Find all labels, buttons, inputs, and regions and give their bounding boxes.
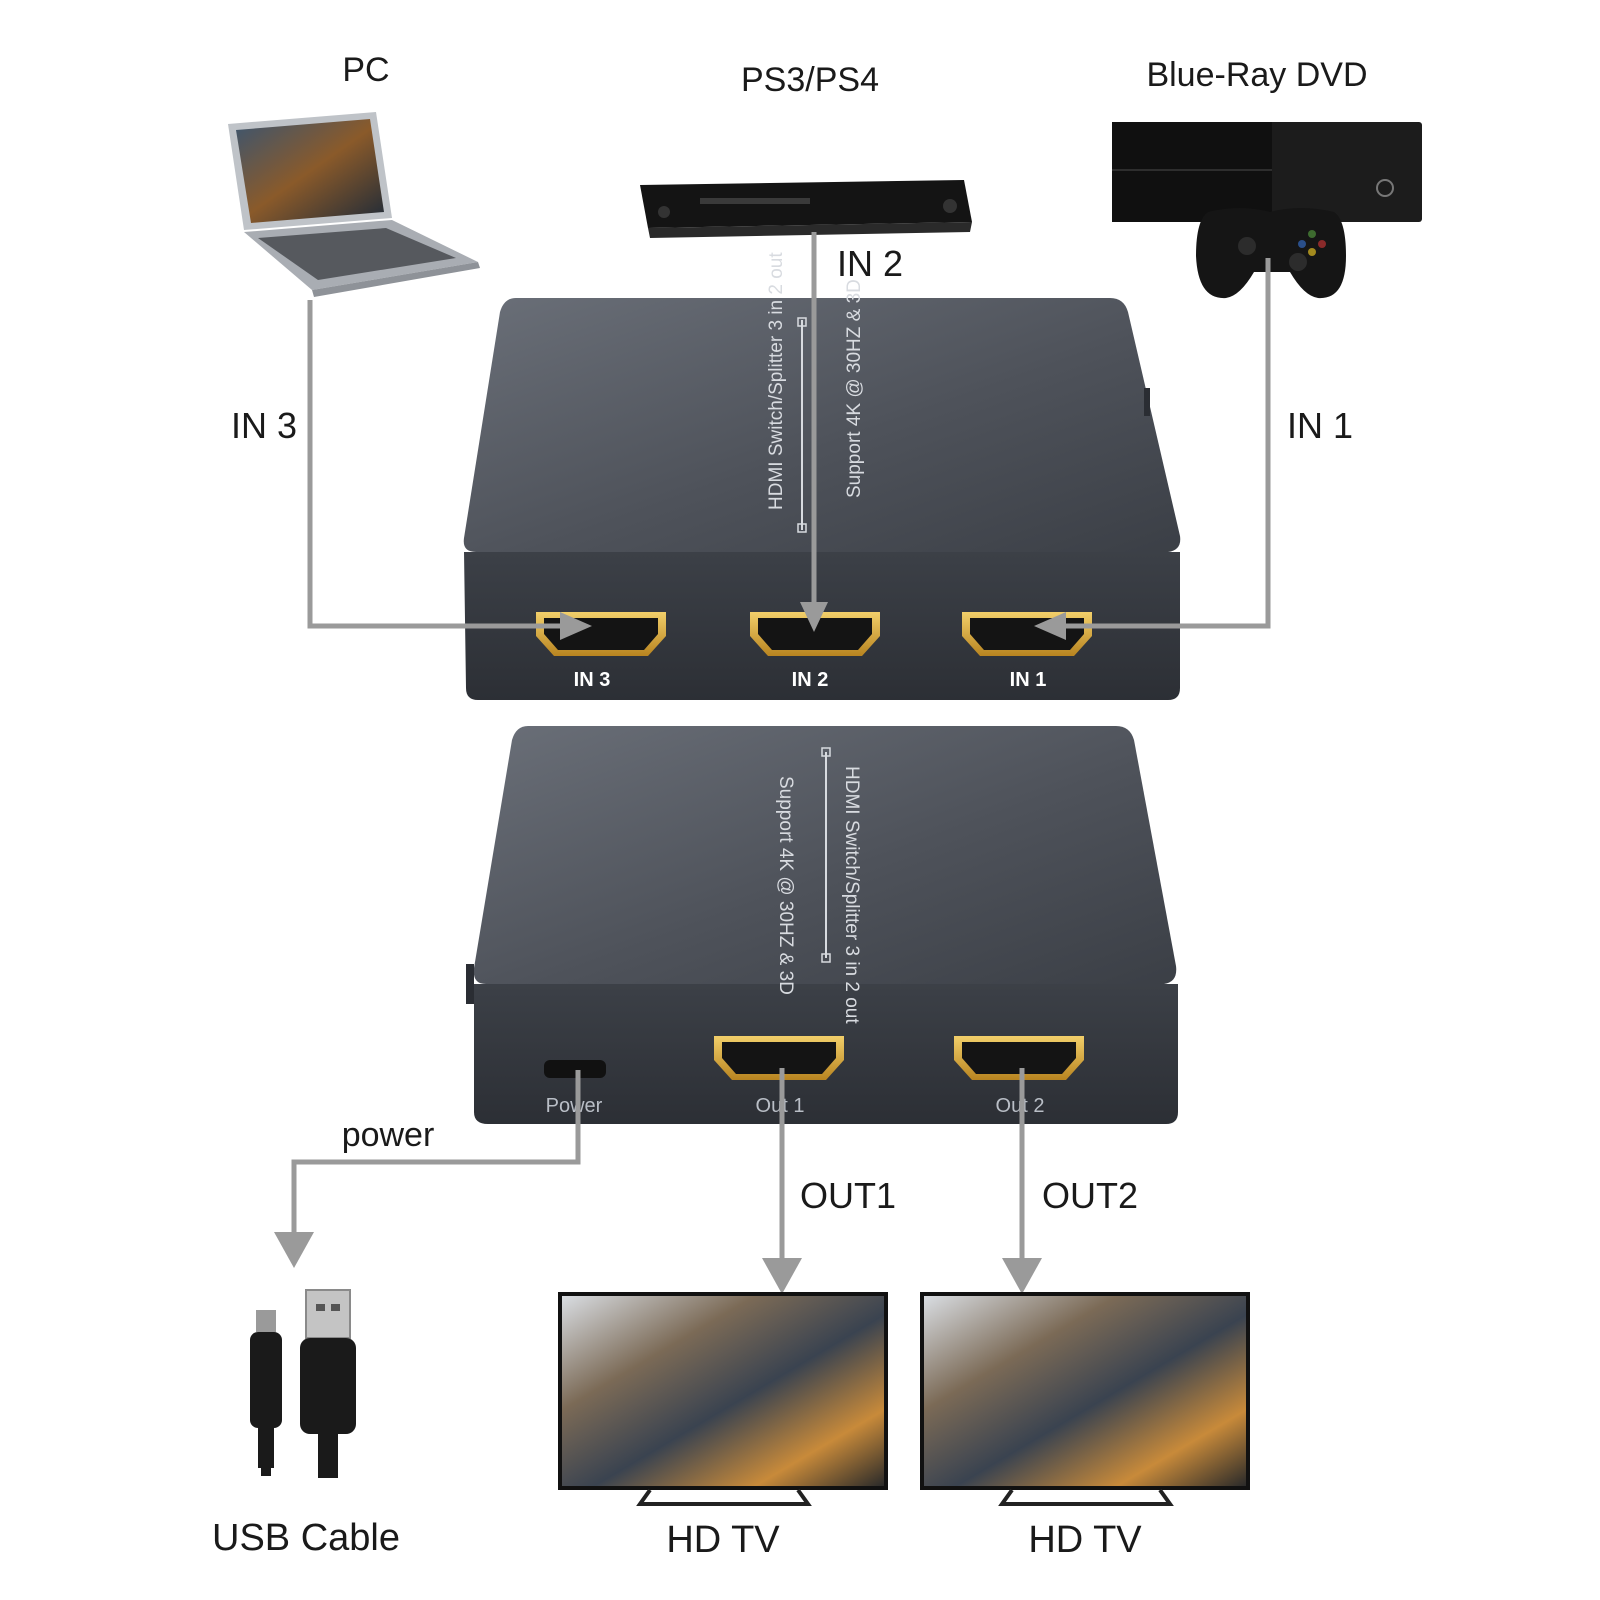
- bluray-player-icon: [640, 180, 972, 238]
- hdmi-port-out1[interactable]: Out 1: [714, 1036, 844, 1117]
- link-label-in1: IN 1: [1287, 405, 1353, 446]
- device-subtitle-bottom: Support 4K @ 30HZ & 3D: [775, 776, 796, 995]
- pc-label: PC: [342, 51, 389, 89]
- port-label-in1: IN 1: [1010, 669, 1047, 691]
- tv-icon: [920, 1292, 1250, 1506]
- laptop-icon: [228, 112, 480, 297]
- device-title-bottom: HDMI Switch/Splitter 3 in 2 out: [841, 766, 862, 1024]
- arrow-out1: [762, 1068, 802, 1294]
- link-label-in3: IN 3: [231, 405, 297, 446]
- arrow-in3: [307, 300, 592, 640]
- link-label-power: power: [342, 1116, 435, 1154]
- tv-icon: [558, 1292, 888, 1506]
- usb-cable-label: USB Cable: [212, 1517, 400, 1559]
- link-label-out2: OUT2: [1042, 1175, 1138, 1216]
- tv2-label: HD TV: [1028, 1519, 1142, 1561]
- tv1-label: HD TV: [666, 1519, 780, 1561]
- power-port[interactable]: Power: [544, 1060, 606, 1117]
- link-label-in2: IN 2: [837, 243, 903, 284]
- ps-label: PS3/PS4: [741, 61, 879, 99]
- port-label-in3: IN 3: [574, 669, 611, 691]
- port-label-power: Power: [546, 1095, 603, 1117]
- device-subtitle-top: Support 4K @ 30HZ & 3D: [844, 279, 865, 498]
- bluray-label: Blue-Ray DVD: [1146, 56, 1367, 94]
- device-title-top: HDMI Switch/Splitter 3 in 2 out: [766, 252, 787, 510]
- arrow-power: [274, 1070, 581, 1268]
- hdmi-port-in2[interactable]: IN 2: [750, 612, 880, 691]
- link-label-out1: OUT1: [800, 1175, 896, 1216]
- arrow-in2: [800, 232, 828, 632]
- hdmi-port-out2[interactable]: Out 2: [954, 1036, 1084, 1117]
- arrow-out2: [1002, 1068, 1042, 1294]
- port-label-in2: IN 2: [792, 669, 829, 691]
- usb-cable-icon: [250, 1289, 356, 1478]
- arrow-in1: [1034, 258, 1271, 640]
- game-console-icon: [1112, 122, 1422, 299]
